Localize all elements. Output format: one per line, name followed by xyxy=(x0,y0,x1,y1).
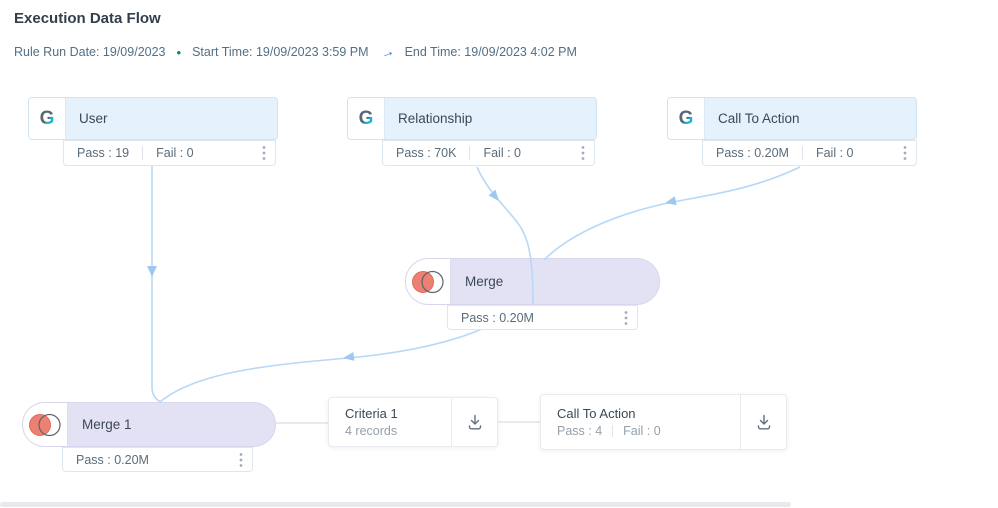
bullet-separator-icon: • xyxy=(176,44,182,60)
node-merge-title: Merge xyxy=(465,274,504,289)
end-time-text: End Time: 19/09/2023 4:02 PM xyxy=(404,45,577,59)
node-merge1-title: Merge 1 xyxy=(82,417,132,432)
rule-run-date-text: Rule Run Date: 19/09/2023 xyxy=(14,45,166,59)
start-time-text: Start Time: 19/09/2023 3:59 PM xyxy=(192,45,369,59)
node-merge-stats: Pass : 0.20M xyxy=(447,305,638,330)
merge-venn-icon xyxy=(406,259,451,304)
criteria-box-content: Criteria 1 4 records xyxy=(329,398,451,446)
node-user-stats: Pass : 19 Fail : 0 xyxy=(63,140,276,166)
stat-divider xyxy=(612,425,614,437)
node-relationship-stats: Pass : 70K Fail : 0 xyxy=(382,140,595,166)
pass-count: Pass : 0.20M xyxy=(76,452,149,467)
g-logo-icon: G xyxy=(668,98,705,139)
pass-count: Pass : 19 xyxy=(77,146,130,160)
arrow-right-icon: → xyxy=(377,41,397,63)
node-relationship-title: Relationship xyxy=(398,111,473,126)
criteria-title: Criteria 1 xyxy=(345,406,398,421)
run-info-bar: Rule Run Date: 19/09/2023 • Start Time: … xyxy=(14,41,577,63)
kebab-menu-icon[interactable] xyxy=(230,452,252,468)
fail-count: Fail : 0 xyxy=(483,146,521,160)
download-icon[interactable] xyxy=(451,398,497,446)
pass-count: Pass : 4 xyxy=(557,424,603,438)
node-merge[interactable]: Merge xyxy=(405,258,660,305)
node-merge1[interactable]: Merge 1 xyxy=(22,402,276,447)
node-call-to-action[interactable]: G Call To Action xyxy=(667,97,917,140)
call-to-action-result-title: Call To Action xyxy=(557,406,636,421)
call-to-action-result-box[interactable]: Call To Action Pass : 4 Fail : 0 xyxy=(540,394,787,450)
call-to-action-result-stats: Pass : 4 Fail : 0 xyxy=(557,424,740,438)
node-call-to-action-title: Call To Action xyxy=(718,111,800,126)
page-title: Execution Data Flow xyxy=(14,10,161,27)
node-call-to-action-stats: Pass : 0.20M Fail : 0 xyxy=(702,140,917,166)
pass-count: Pass : 0.20M xyxy=(716,146,789,160)
g-logo-icon: G xyxy=(29,98,66,139)
call-to-action-result-content: Call To Action Pass : 4 Fail : 0 xyxy=(541,395,740,449)
kebab-menu-icon[interactable] xyxy=(894,145,916,161)
criteria-records-count: 4 records xyxy=(345,424,398,438)
download-icon[interactable] xyxy=(740,395,786,449)
stat-divider xyxy=(469,146,471,160)
node-user[interactable]: G User xyxy=(28,97,278,140)
node-user-title: User xyxy=(79,111,108,126)
pass-count: Pass : 70K xyxy=(396,146,457,160)
merge-venn-icon xyxy=(23,403,68,446)
fail-count: Fail : 0 xyxy=(623,424,661,438)
pass-count: Pass : 0.20M xyxy=(461,310,534,325)
node-relationship[interactable]: G Relationship xyxy=(347,97,597,140)
kebab-menu-icon[interactable] xyxy=(615,310,637,326)
kebab-menu-icon[interactable] xyxy=(253,145,275,161)
g-logo-icon: G xyxy=(348,98,385,139)
fail-count: Fail : 0 xyxy=(156,146,194,160)
stat-divider xyxy=(142,146,144,160)
kebab-menu-icon[interactable] xyxy=(572,145,594,161)
criteria-box[interactable]: Criteria 1 4 records xyxy=(328,397,498,447)
stat-divider xyxy=(801,146,803,160)
horizontal-scrollbar[interactable] xyxy=(0,502,791,507)
fail-count: Fail : 0 xyxy=(815,146,854,160)
node-merge1-stats: Pass : 0.20M xyxy=(62,447,253,472)
